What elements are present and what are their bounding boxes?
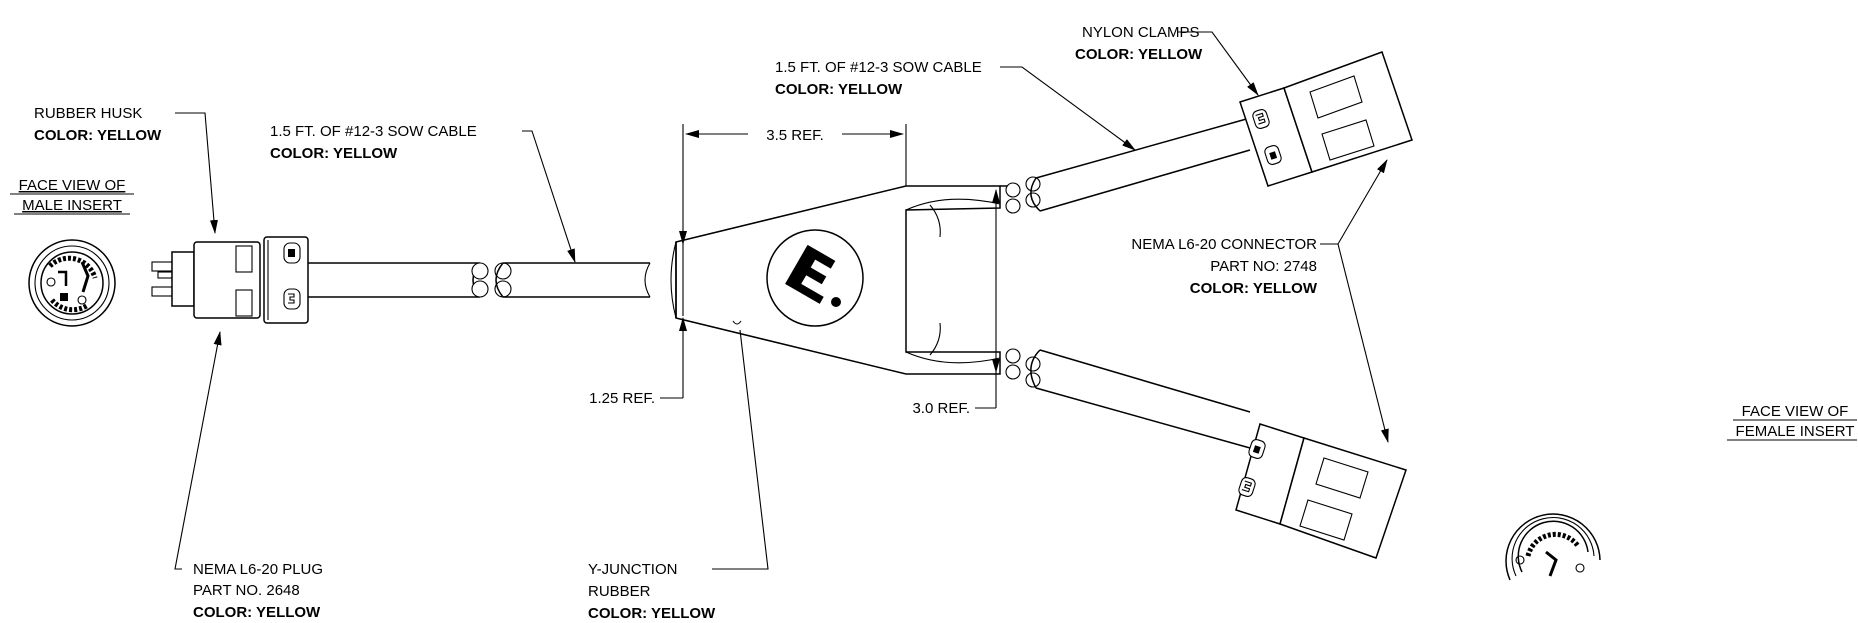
- left-cable: [308, 262, 651, 298]
- dim-1-25-label: 1.25 REF.: [589, 390, 655, 407]
- upper-nema-connector: [1239, 51, 1413, 187]
- male-insert-face-view: [28, 239, 116, 327]
- leader-connector-upper: [1320, 159, 1388, 245]
- upper-branch-cable: [1000, 117, 1251, 214]
- connector-part: PART NO: 2748: [1210, 258, 1317, 275]
- face-view-male-line2: MALE INSERT: [22, 197, 122, 214]
- leader-cable-right: [1000, 66, 1136, 151]
- leader-nylon-clamps: [1177, 31, 1259, 96]
- plug-part: PART NO. 2648: [193, 582, 300, 599]
- lower-nema-connector: [1235, 423, 1407, 559]
- leader-connector-lower: [1337, 243, 1389, 443]
- leader-y-junction: [712, 329, 769, 570]
- y-junction-body: [670, 185, 1001, 375]
- leader-plug: [174, 331, 222, 570]
- rubber-husk-color: COLOR: YELLOW: [34, 127, 162, 144]
- connector-color: COLOR: YELLOW: [1190, 280, 1318, 297]
- lower-branch-cable: [1005, 348, 1251, 449]
- label-cable-right: 1.5 FT. OF #12-3 SOW CABLE COLOR: YELLOW: [775, 59, 982, 98]
- cable-right-title: 1.5 FT. OF #12-3 SOW CABLE: [775, 59, 982, 76]
- dim-3-0: [975, 189, 1000, 409]
- face-view-male-line1: FACE VIEW OF: [19, 177, 126, 194]
- label-connector: NEMA L6-20 CONNECTOR PART NO: 2748 COLOR…: [1131, 236, 1317, 297]
- connector-title: NEMA L6-20 CONNECTOR: [1131, 236, 1317, 253]
- label-rubber-husk: RUBBER HUSK COLOR: YELLOW: [34, 105, 162, 144]
- nema-plug: [151, 236, 309, 324]
- leader-rubber-husk: [175, 112, 218, 234]
- label-y-junction: Y-JUNCTION RUBBER COLOR: YELLOW: [588, 561, 716, 622]
- label-face-view-male: FACE VIEW OF MALE INSERT: [10, 177, 134, 215]
- label-cable-left: 1.5 FT. OF #12-3 SOW CABLE COLOR: YELLOW: [270, 123, 477, 162]
- brand-logo: [766, 229, 864, 327]
- y-junction-title: Y-JUNCTION: [588, 561, 677, 578]
- cable-right-color: COLOR: YELLOW: [775, 81, 903, 98]
- leader-cable-left: [522, 130, 576, 263]
- female-insert-face-view: [1505, 513, 1601, 581]
- label-face-view-female: FACE VIEW OF FEMALE INSERT: [1727, 403, 1857, 441]
- nylon-clamps-color: COLOR: YELLOW: [1075, 46, 1203, 63]
- cable-left-color: COLOR: YELLOW: [270, 145, 398, 162]
- face-view-female-line2: FEMALE INSERT: [1736, 423, 1855, 440]
- face-view-female-line1: FACE VIEW OF: [1742, 403, 1849, 420]
- dim-3-5: [682, 124, 907, 316]
- label-plug: NEMA L6-20 PLUG PART NO. 2648 COLOR: YEL…: [193, 561, 323, 621]
- dim-3-0-label: 3.0 REF.: [912, 400, 970, 417]
- plug-color: COLOR: YELLOW: [193, 604, 321, 621]
- y-junction-color: COLOR: YELLOW: [588, 605, 716, 622]
- y-junction-sub: RUBBER: [588, 583, 651, 600]
- label-nylon-clamps: NYLON CLAMPS COLOR: YELLOW: [1075, 24, 1203, 63]
- dim-1-25: [660, 230, 687, 399]
- plug-title: NEMA L6-20 PLUG: [193, 561, 323, 578]
- dim-3-5-label: 3.5 REF.: [766, 127, 824, 144]
- nylon-clamps-title: NYLON CLAMPS: [1082, 24, 1200, 41]
- rubber-husk-title: RUBBER HUSK: [34, 105, 142, 122]
- cable-left-title: 1.5 FT. OF #12-3 SOW CABLE: [270, 123, 477, 140]
